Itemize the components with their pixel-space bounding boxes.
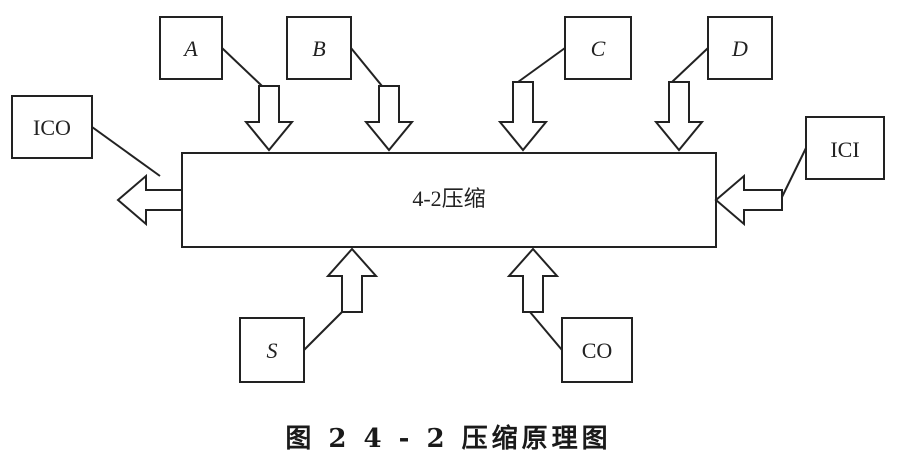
output-label-co: CO [582,338,613,363]
arrow-b [363,85,415,152]
connector-s [303,311,343,351]
connector-co [529,311,563,351]
input-label-c: C [591,36,606,61]
arrow-c [497,81,549,152]
arrow-ici [714,173,783,227]
connector-a [221,47,263,87]
connector-d [671,47,709,83]
output-label-s: S [267,338,278,363]
arrow-co [506,247,560,313]
figure-caption: 图 2 4 - 2 压缩原理图 [285,424,612,454]
input-label-b: B [312,36,325,61]
connector-c [517,47,566,83]
compressor-diagram: 4-2压缩 A B C D ICI ICO S CO [11,16,885,383]
connector-ici [781,147,807,198]
arrow-a [243,85,295,152]
input-label-ici: ICI [830,137,859,162]
input-label-d: D [731,36,748,61]
connector-ico [91,126,161,177]
arrow-ico [116,173,183,227]
arrow-s [325,247,379,313]
output-label-ico: ICO [33,115,71,140]
input-label-a: A [182,36,198,61]
main-block-label: 4-2压缩 [412,186,485,211]
connector-b [350,47,383,87]
arrow-d [653,81,705,152]
